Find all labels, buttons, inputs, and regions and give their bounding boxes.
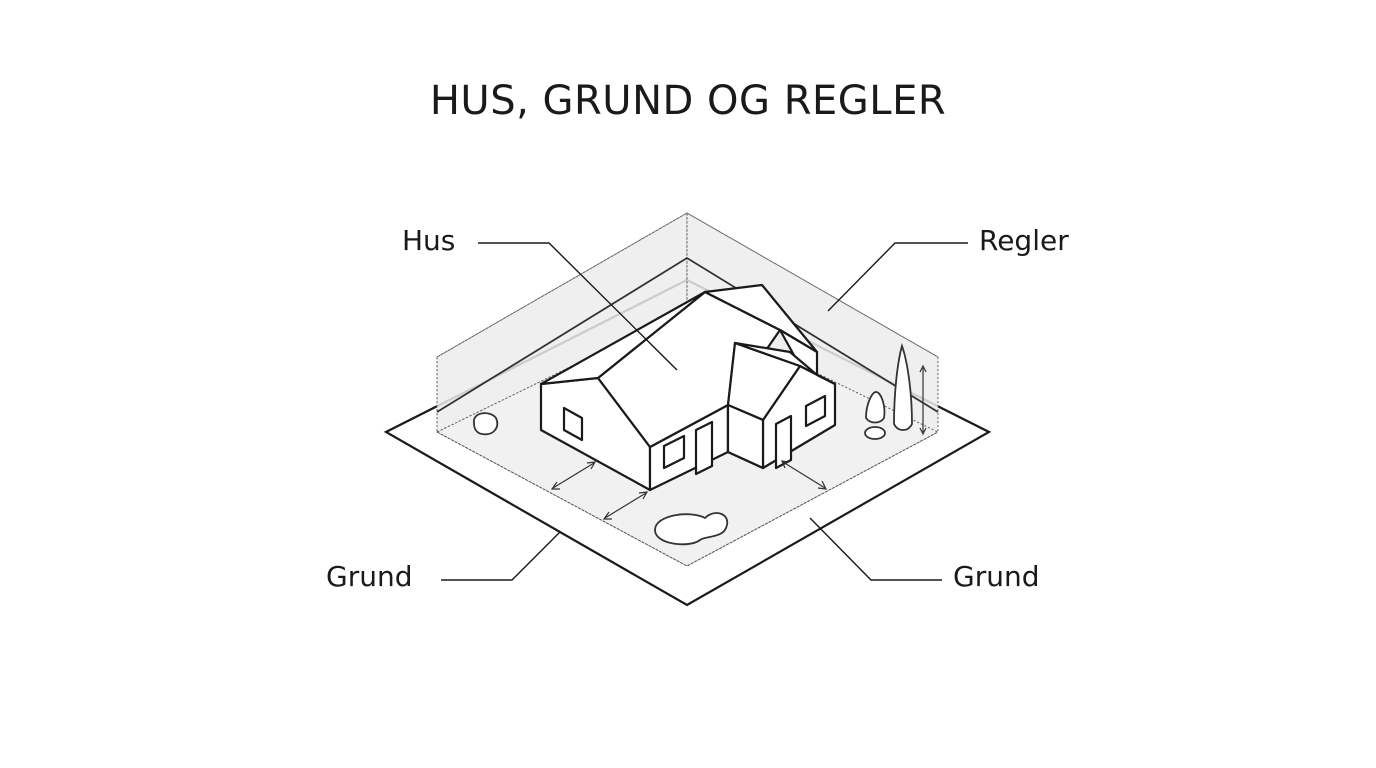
vegetation [473,343,913,546]
window [562,406,584,442]
leader-regler [827,242,968,312]
height-limit-marker [919,364,927,436]
tree-small [865,391,886,424]
diagram-title: HUS, GRUND OG REGLER [429,78,947,124]
callout-leaders [441,242,968,581]
tree-tall [893,343,913,431]
leader-grund-left [441,531,561,581]
callout-label-regler: Regler [979,224,1069,257]
door [774,414,793,470]
leader-grund-right [809,517,942,581]
door [694,420,714,476]
callout-label-grund-left: Grund [326,560,413,593]
window [804,394,827,428]
pond [654,512,729,546]
setback-arrows [550,460,828,520]
callout-label-grund-right: Grund [953,560,1040,593]
house [539,283,837,492]
window [662,434,686,470]
callout-label-hus: Hus [402,224,456,257]
plot-boundary-back [436,256,939,413]
shrub [473,412,499,436]
leader-hus [478,242,678,371]
